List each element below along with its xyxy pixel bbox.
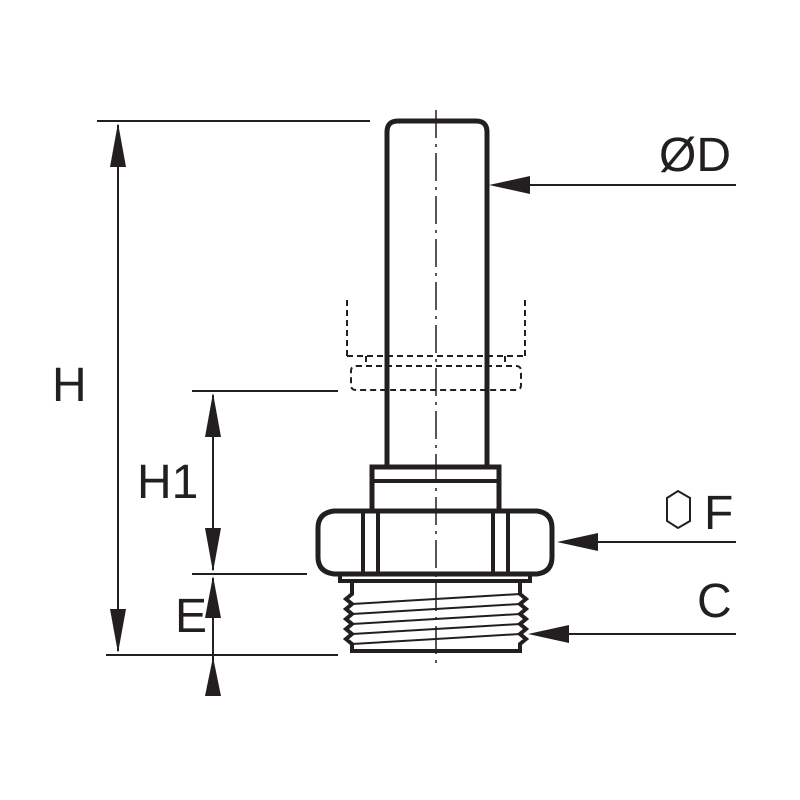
od-arrow [489, 176, 530, 194]
hex-nut [315, 508, 555, 577]
f-arrow [557, 533, 598, 551]
fitting-body [315, 110, 555, 668]
dimension-h: H [52, 123, 126, 653]
extension-lines [97, 120, 370, 656]
callout-c: C [528, 575, 736, 643]
od-label: ØD [659, 129, 731, 182]
callout-f: F [557, 487, 736, 551]
h1-label: H1 [137, 456, 198, 509]
h-arrow-bottom [110, 609, 126, 653]
f-label: F [704, 487, 733, 540]
dimension-e: E [175, 576, 221, 696]
undercut [338, 574, 532, 583]
e-arrow-bottom [205, 657, 221, 696]
c-arrow [528, 625, 569, 643]
h1-arrow-bottom [205, 528, 221, 572]
h1-arrow-top [205, 393, 221, 437]
h-label: H [52, 359, 87, 412]
tube-stem [384, 118, 490, 468]
dimension-h1: H1 [137, 393, 221, 572]
phantom-collet [346, 300, 526, 391]
e-label: E [175, 590, 207, 643]
callout-od: ØD [489, 129, 736, 194]
c-label: C [697, 575, 732, 628]
h-arrow-top [110, 123, 126, 167]
hexagon-icon [666, 489, 691, 530]
e-arrow-top [205, 576, 221, 618]
